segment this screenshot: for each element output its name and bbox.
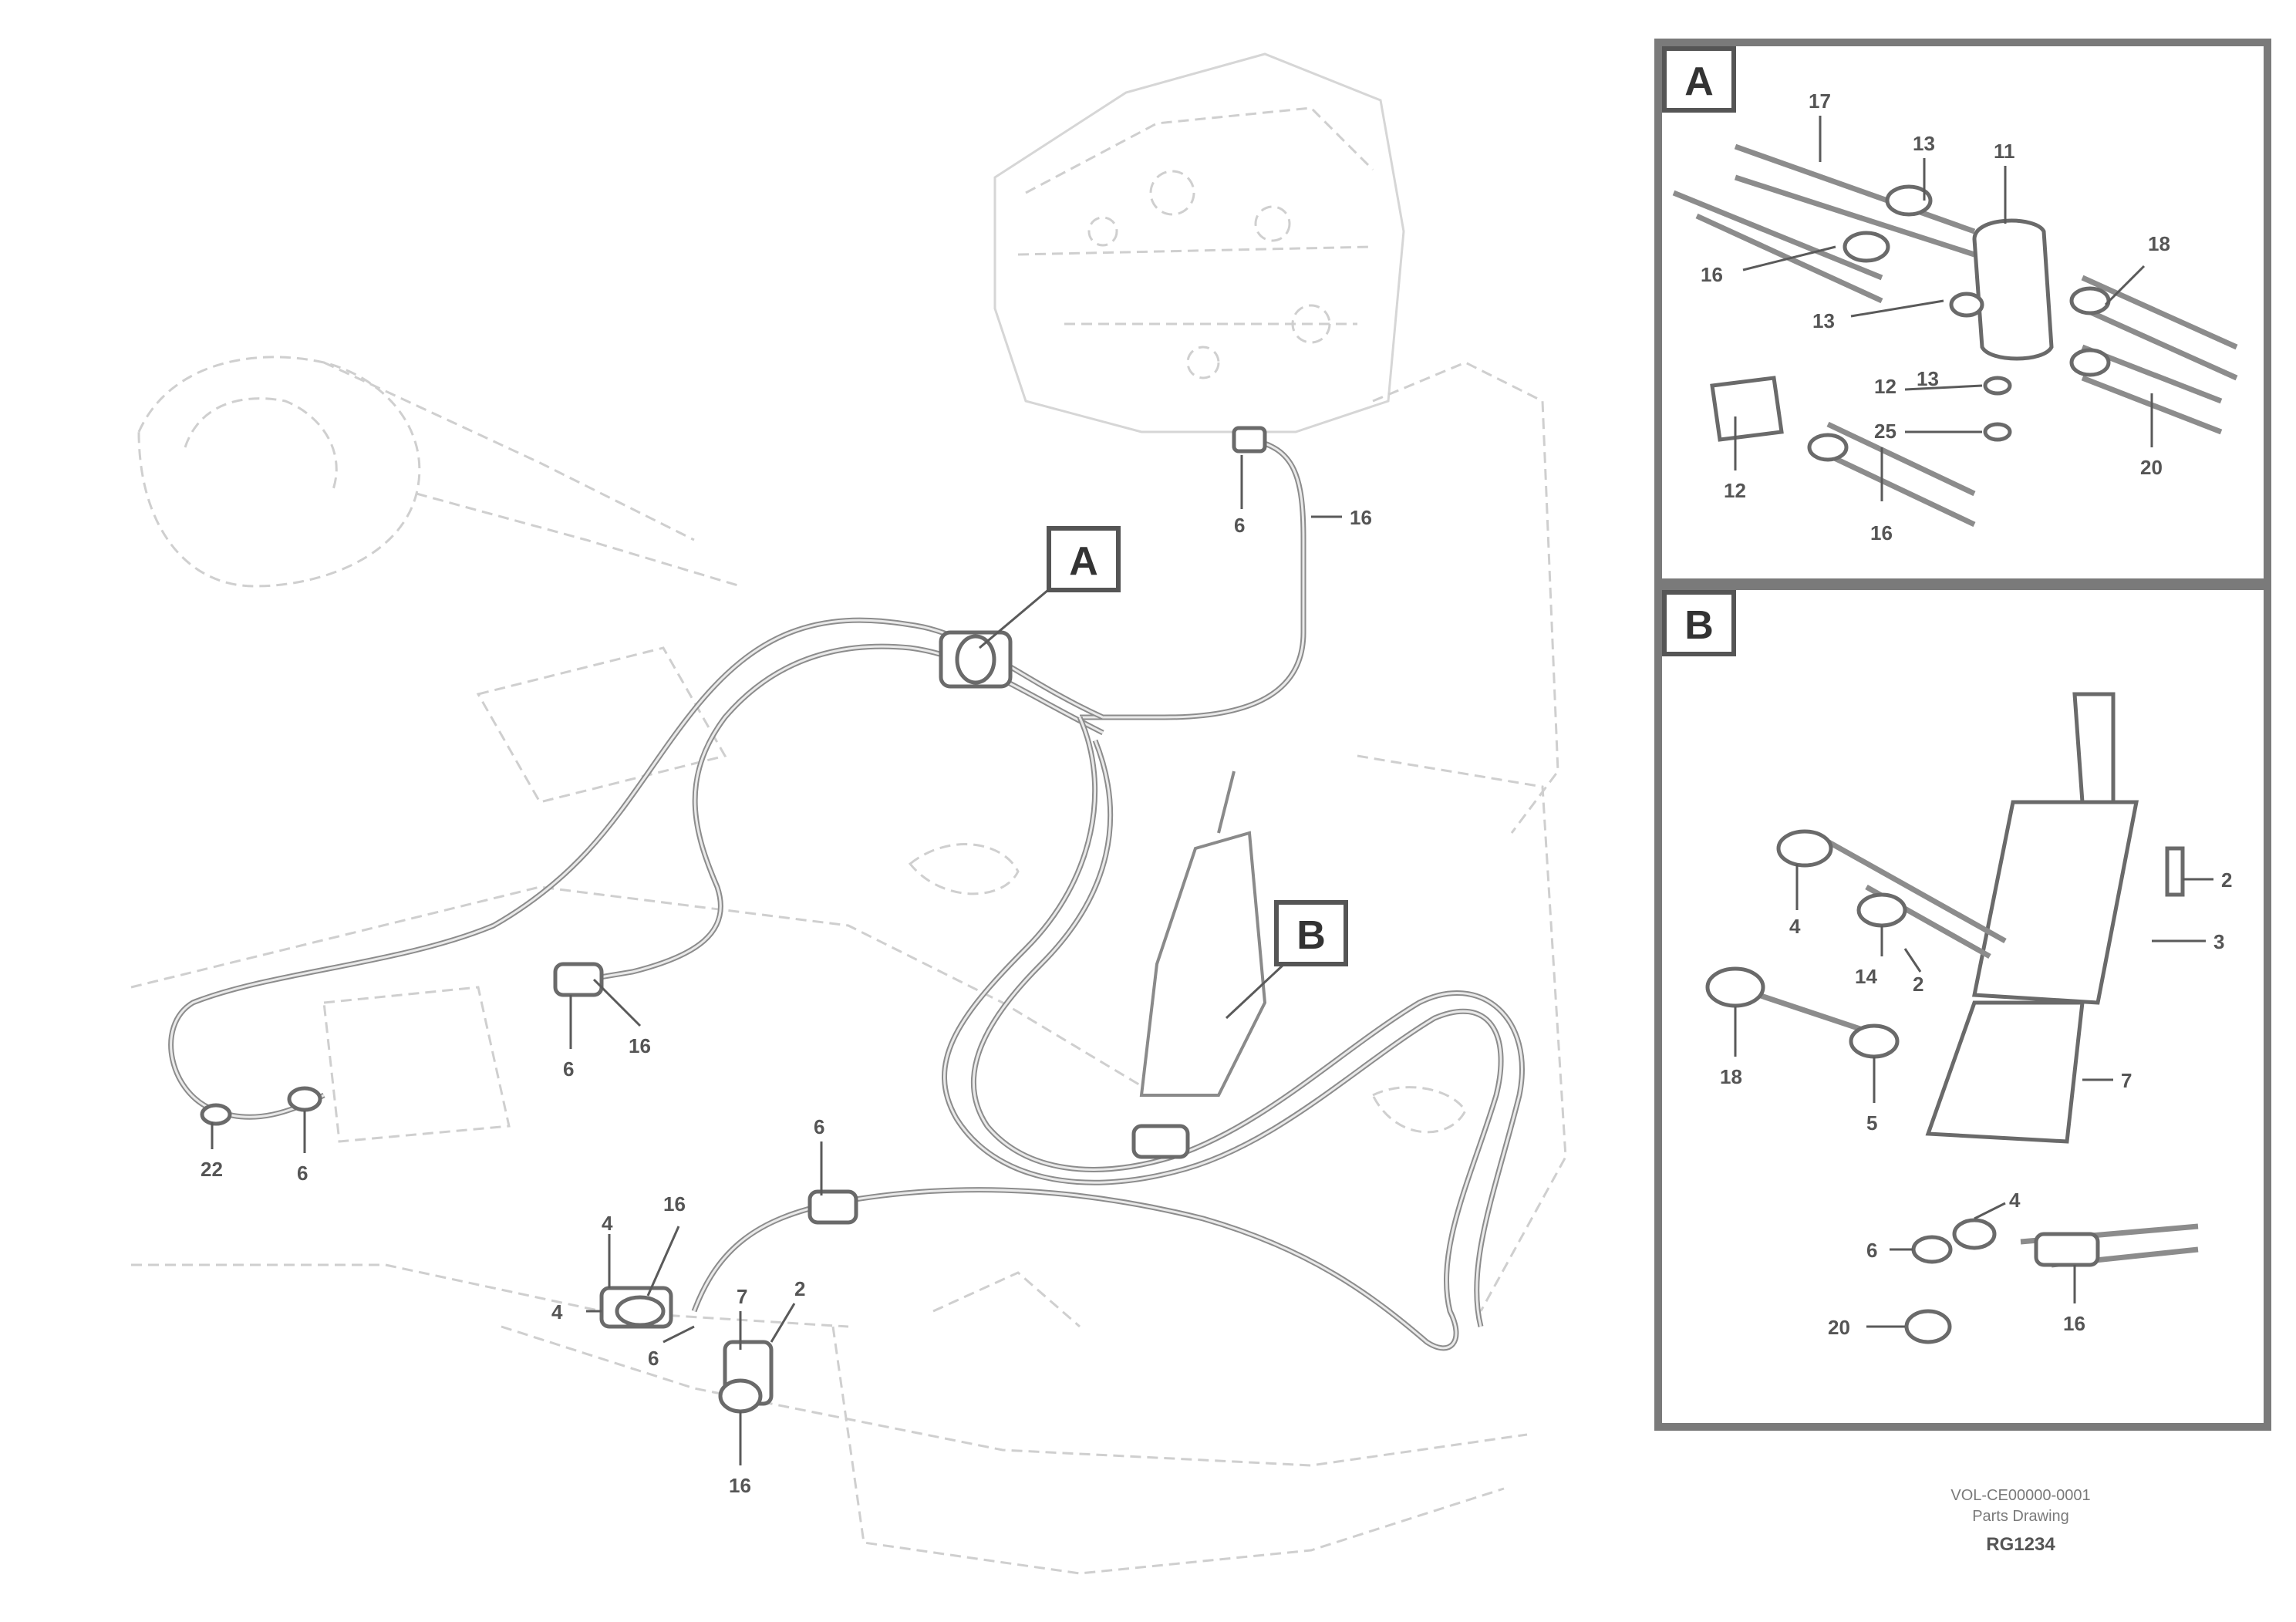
inset-b-part-label: 4 (2009, 1189, 2021, 1212)
inset-a: A 17 13 11 (1654, 39, 2271, 586)
main-fittings (200, 426, 1267, 1414)
inset-b-part-label: 2 (1913, 973, 1923, 996)
inset-b-part-label: 3 (2213, 930, 2224, 953)
inset-a-part-label: 12 (1724, 479, 1746, 502)
inset-b-part-label: 18 (1720, 1065, 1742, 1088)
inset-a-part-label: 16 (1870, 521, 1893, 545)
inset-b-part-label: 14 (1855, 965, 1877, 988)
main-part-label: 2 (794, 1277, 805, 1300)
inset-a-part-label: 20 (2140, 456, 2163, 479)
inset-a-part-label: 18 (2148, 232, 2170, 255)
main-part-label: 16 (729, 1474, 751, 1497)
main-part-label: 22 (201, 1158, 223, 1181)
main-part-label: 16 (629, 1034, 651, 1057)
inset-b-part-label: 2 (2221, 868, 2232, 892)
main-part-label: 6 (297, 1162, 308, 1185)
main-part-label: 16 (1350, 506, 1372, 529)
inset-a-part-label: 13 (1913, 132, 1935, 155)
inset-b-part-label: 7 (2121, 1069, 2132, 1092)
inset-a-label: A (1684, 59, 1714, 104)
drawing-reference: VOL-CE00000-0001 Parts Drawing RG1234 (1950, 1487, 2090, 1555)
callout-b: B (1225, 900, 1348, 1020)
drawing-number: RG1234 (1986, 1534, 2055, 1555)
inset-b: B 2 3 4 14 (1654, 582, 2271, 1431)
main-part-numbers: 16 6 6 16 22 6 6 4 16 4 7 2 6 16 (201, 455, 1372, 1497)
inset-b-part-label: 4 (1789, 915, 1801, 938)
main-part-label: 6 (1234, 514, 1245, 537)
callout-a-label: A (1069, 539, 1098, 584)
machine-ghost-outline (130, 52, 1567, 1575)
main-part-label: 7 (737, 1285, 747, 1308)
main-part-label: 4 (602, 1212, 613, 1235)
inset-a-part-label: 16 (1701, 263, 1723, 286)
inset-a-part-label: 12 (1874, 375, 1896, 398)
main-part-label: 4 (551, 1300, 563, 1324)
inset-b-label: B (1684, 603, 1714, 648)
inset-b-part-label: 6 (1866, 1239, 1877, 1262)
inset-b-part-label: 16 (2063, 1312, 2085, 1335)
callout-b-label: B (1296, 913, 1326, 958)
main-part-label: 16 (663, 1192, 686, 1216)
reference-line-2: Parts Drawing (1972, 1508, 2069, 1525)
inset-a-part-label: 17 (1809, 89, 1831, 113)
main-part-label: 6 (814, 1115, 824, 1138)
inset-a-part-label: 13 (1917, 367, 1939, 390)
inset-a-part-label: 13 (1812, 309, 1835, 332)
inset-b-part-label: 20 (1828, 1316, 1850, 1339)
main-part-label: 6 (563, 1057, 574, 1081)
inset-a-part-label: 25 (1874, 420, 1896, 443)
main-part-label: 6 (648, 1347, 659, 1370)
reference-line-1: VOL-CE00000-0001 (1950, 1487, 2090, 1504)
inset-a-part-label: 11 (1994, 140, 2015, 163)
inset-b-part-label: 5 (1866, 1111, 1877, 1135)
callout-a: A (979, 526, 1121, 649)
